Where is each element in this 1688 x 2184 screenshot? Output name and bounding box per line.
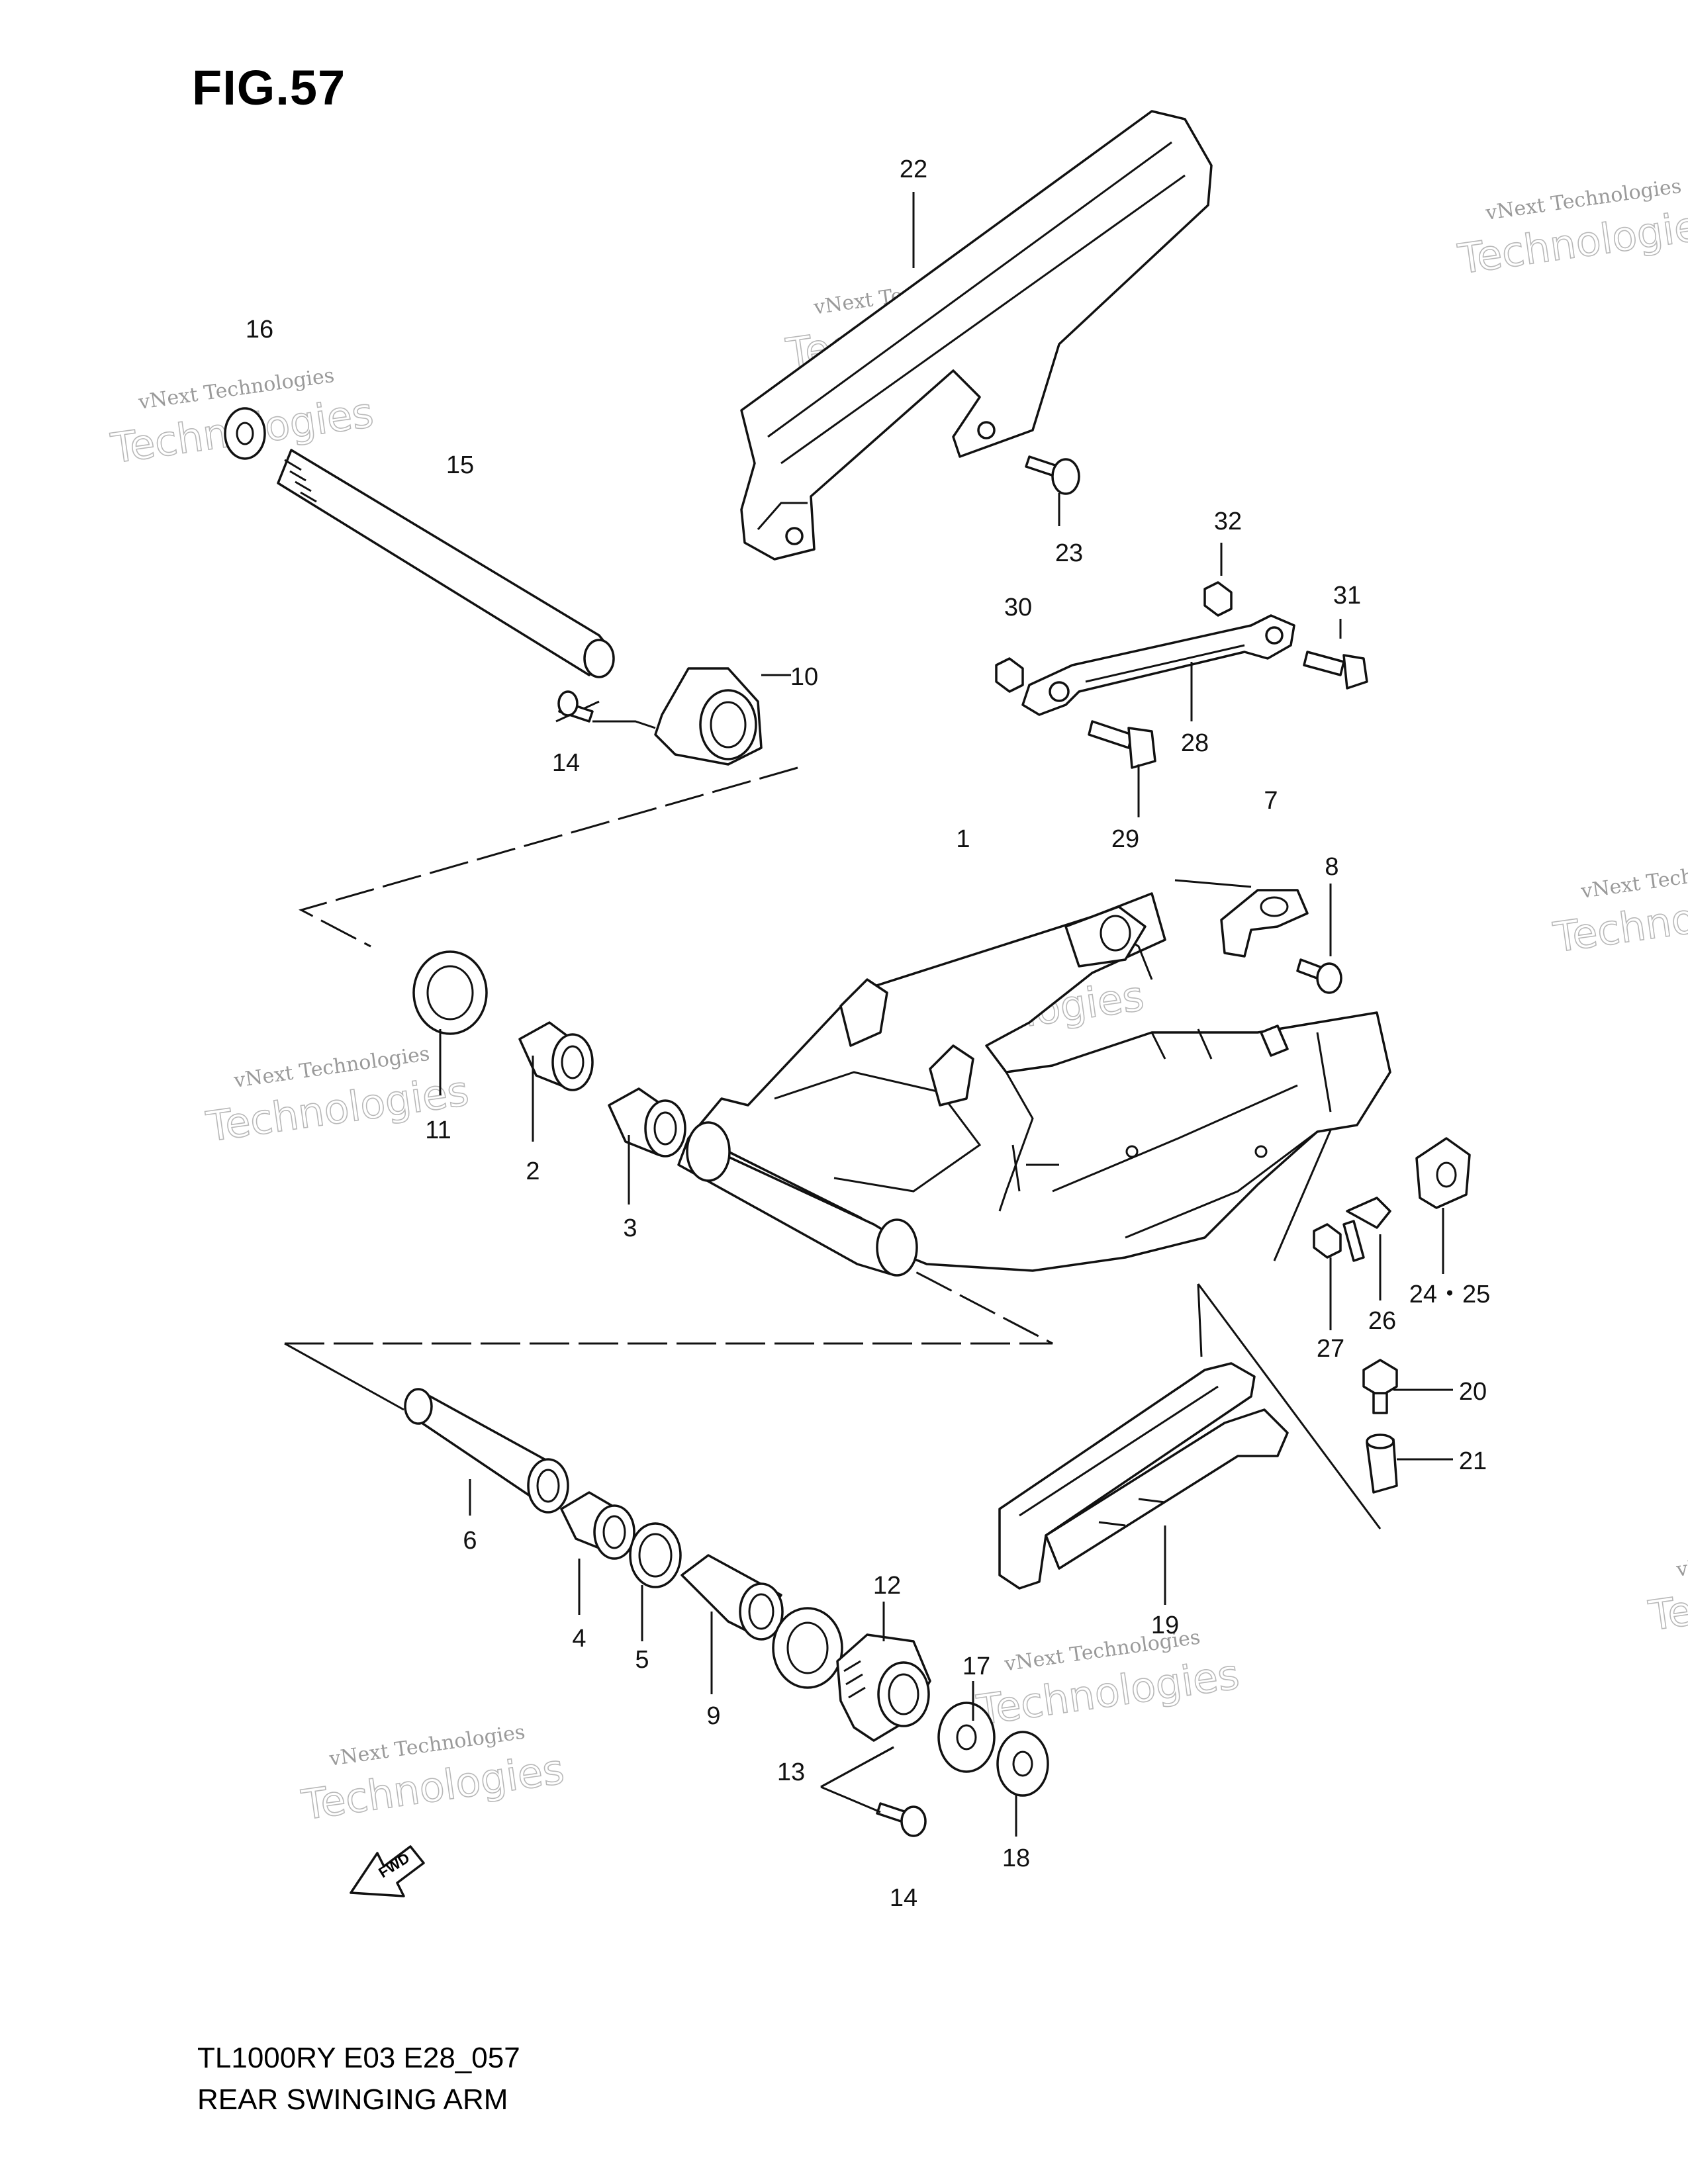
callout-16: 16 xyxy=(246,316,273,343)
callout-labels: 1 2 3 4 5 6 7 8 9 10 11 12 13 14 14 15 1… xyxy=(246,156,1490,1912)
bolt-31 xyxy=(1303,651,1368,690)
watermark: vNext Technologies Technologies xyxy=(298,1721,567,1830)
callout-18: 18 xyxy=(1002,1844,1030,1872)
callout-21: 21 xyxy=(1459,1447,1487,1475)
oil-seal-11 xyxy=(412,950,488,1035)
threaded-collar-12 xyxy=(836,1633,931,1742)
washer-27 xyxy=(1313,1223,1342,1259)
chain-buffer-24-25 xyxy=(1415,1137,1471,1209)
callout-27: 27 xyxy=(1317,1335,1344,1363)
assembly-name: REAR SWINGING ARM xyxy=(197,2083,508,2116)
bolt-20 xyxy=(1362,1359,1398,1414)
bearing-2 xyxy=(518,1021,594,1091)
watermark: vNext Technologies Technologies xyxy=(1454,175,1688,284)
callout-31: 31 xyxy=(1333,582,1361,610)
nut-32 xyxy=(1203,581,1233,617)
watermark: vNext Technologies Technologies xyxy=(973,1625,1243,1735)
bracket-7 xyxy=(1220,889,1309,958)
washer-17 xyxy=(937,1702,996,1773)
callout-12: 12 xyxy=(873,1572,901,1600)
collar-21 xyxy=(1366,1433,1398,1494)
callout-8: 8 xyxy=(1325,853,1338,881)
bolt-29 xyxy=(1088,720,1156,769)
callout-10: 10 xyxy=(790,663,818,691)
callout-32: 32 xyxy=(1214,508,1242,535)
bolt-14-lower xyxy=(876,1802,927,1837)
spacer-6 xyxy=(404,1388,569,1514)
callout-3: 3 xyxy=(623,1214,637,1242)
callout-14-lower: 14 xyxy=(890,1884,917,1912)
spacer-9 xyxy=(680,1554,784,1641)
callout-19: 19 xyxy=(1151,1612,1179,1639)
pivot-shaft xyxy=(224,407,615,678)
callout-26: 26 xyxy=(1368,1307,1396,1335)
bolt-23 xyxy=(1025,455,1080,495)
torque-link-28 xyxy=(1021,614,1295,716)
callout-4: 4 xyxy=(572,1625,586,1653)
chain-cover xyxy=(740,110,1213,561)
callout-5: 5 xyxy=(635,1646,649,1674)
watermark: vNext Technologies Technologies xyxy=(1645,1531,1688,1641)
callout-6: 6 xyxy=(463,1527,477,1555)
bolt-8 xyxy=(1296,958,1342,994)
ring-5 xyxy=(629,1522,682,1588)
callout-9: 9 xyxy=(706,1702,720,1730)
callout-1: 1 xyxy=(956,825,970,853)
callout-20: 20 xyxy=(1459,1378,1487,1406)
callout-24-25: 24・25 xyxy=(1409,1281,1491,1308)
bolt-26 xyxy=(1342,1197,1391,1262)
chain-guide-19 xyxy=(998,1362,1289,1590)
bolt-14-upper xyxy=(557,690,594,723)
forward-arrow-icon: FWD xyxy=(350,1845,425,1897)
svg-text:vNext Technologies: vNext Technologies xyxy=(1579,853,1688,903)
callout-15: 15 xyxy=(446,451,474,479)
nut-30 xyxy=(995,657,1024,693)
leader-lines xyxy=(439,192,1453,1837)
callout-30: 30 xyxy=(1004,594,1032,621)
callout-2: 2 xyxy=(526,1158,539,1185)
callout-11: 11 xyxy=(425,1116,451,1144)
bearing-4 xyxy=(560,1491,635,1560)
watermark: vNext Technologies Technologies xyxy=(1550,853,1688,962)
callout-29: 29 xyxy=(1111,825,1139,853)
callout-23: 23 xyxy=(1055,539,1083,567)
callout-28: 28 xyxy=(1181,729,1209,757)
bearing-cup xyxy=(772,1607,843,1689)
model-code: TL1000RY E03 E28_057 xyxy=(197,2042,520,2074)
callout-7: 7 xyxy=(1264,787,1278,815)
svg-text:vNext Technologies: vNext Technologies xyxy=(1674,1531,1688,1582)
swing-arm xyxy=(677,892,1391,1277)
pivot-collar-10 xyxy=(654,667,763,766)
callout-13: 13 xyxy=(777,1758,805,1786)
callout-14-upper: 14 xyxy=(552,749,580,777)
callout-17: 17 xyxy=(962,1653,990,1680)
callout-22: 22 xyxy=(900,156,927,183)
washer-18 xyxy=(996,1731,1049,1797)
figure-title: FIG.57 xyxy=(192,60,346,115)
bearing-3 xyxy=(608,1087,686,1158)
